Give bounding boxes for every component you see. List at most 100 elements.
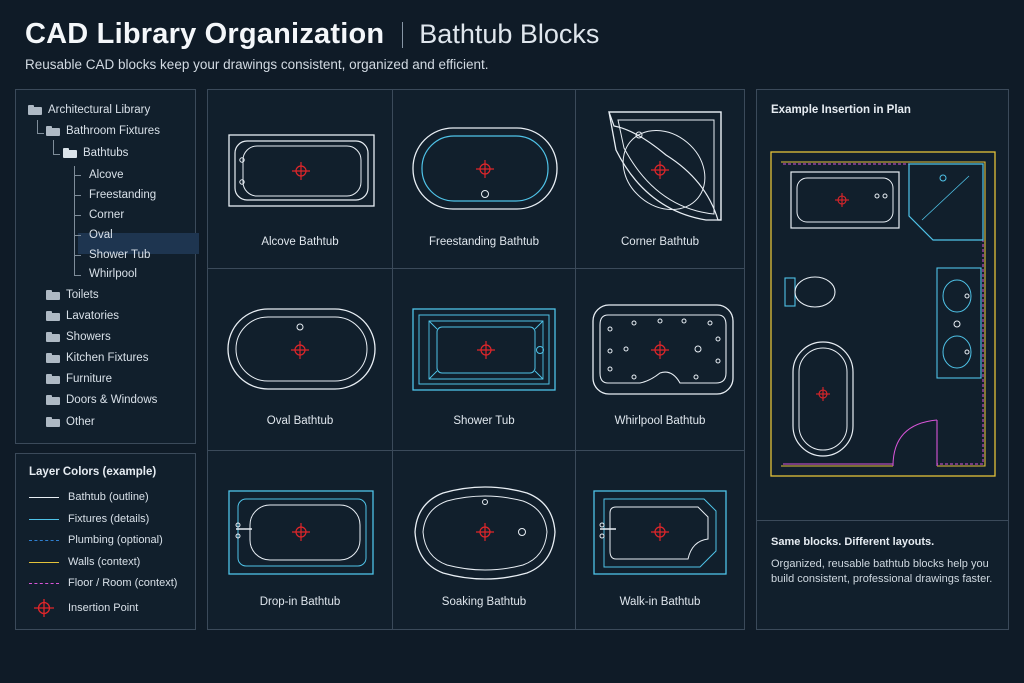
- tree-item-kitchen-fixtures[interactable]: Kitchen Fixtures: [46, 352, 148, 364]
- tree-item-freestanding[interactable]: Freestanding: [89, 189, 157, 201]
- block-card-drop-in[interactable]: Drop-in Bathtub: [207, 450, 393, 630]
- tree-item-shower-tub[interactable]: Shower Tub: [89, 249, 151, 261]
- tree-item-bathroom-fixtures[interactable]: Bathroom Fixtures: [46, 125, 160, 137]
- tree-item-furniture[interactable]: Furniture: [46, 373, 112, 385]
- tree-item-bathtubs[interactable]: Bathtubs: [63, 147, 128, 159]
- block-label: Shower Tub: [453, 415, 515, 427]
- tree-line: [74, 275, 81, 276]
- folder-icon: [46, 353, 60, 363]
- legend-label: Floor / Room (context): [68, 577, 178, 589]
- note-title: Same blocks. Different layouts.: [771, 536, 935, 548]
- walk-in-bathtub-drawing: [593, 490, 727, 575]
- block-label: Soaking Bathtub: [441, 596, 527, 608]
- tree-line: [53, 154, 60, 155]
- note-text: Organized, reusable bathtub blocks help …: [771, 558, 993, 585]
- tree-item-label: Doors & Windows: [66, 394, 158, 406]
- tree-line: [74, 215, 81, 216]
- page-subtitle: Bathtub Blocks: [419, 19, 600, 49]
- plan-title: Example Insertion in Plan: [771, 104, 911, 116]
- tree-item-label: Architectural Library: [48, 104, 151, 116]
- tree-item-oval[interactable]: Oval: [89, 229, 113, 241]
- tree-selection-highlight: [78, 233, 199, 254]
- shower-tub-drawing: [412, 308, 556, 391]
- block-label: Alcove Bathtub: [261, 236, 339, 248]
- tree-item-label: Toilets: [66, 289, 99, 301]
- oval-bathtub-drawing: [227, 308, 376, 390]
- note-panel: Same blocks. Different layouts. Organize…: [756, 520, 1009, 630]
- library-tree-panel: Architectural Library Bathroom Fixtures …: [15, 89, 199, 444]
- tree-line: [74, 235, 81, 236]
- layer-legend-panel: Layer Colors (example) Bathtub (outline)…: [15, 453, 196, 630]
- tree-item-label: Showers: [66, 331, 111, 343]
- folder-icon: [46, 395, 60, 405]
- tree-item-label: Kitchen Fixtures: [66, 352, 149, 364]
- tree-item-showers[interactable]: Showers: [46, 331, 111, 343]
- legend-item-fixtures: Fixtures (details): [29, 513, 149, 525]
- freestanding-bathtub-drawing: [412, 127, 558, 210]
- tree-item-corner[interactable]: Corner: [89, 209, 125, 221]
- block-label: Corner Bathtub: [621, 236, 699, 248]
- tree-item-lavatories[interactable]: Lavatories: [46, 310, 119, 322]
- tree-line: [53, 140, 54, 155]
- tree-line: [74, 175, 81, 176]
- legend-label: Insertion Point: [68, 602, 139, 614]
- legend-swatch: [29, 582, 59, 584]
- folder-icon: [46, 332, 60, 342]
- block-label: Drop-in Bathtub: [259, 596, 341, 608]
- block-card-alcove[interactable]: Alcove Bathtub: [207, 89, 393, 269]
- legend-swatch: [29, 518, 59, 520]
- tree-item-architectural-library[interactable]: Architectural Library: [28, 104, 150, 116]
- corner-bathtub-drawing: [608, 111, 722, 221]
- tree-item-label: Bathtubs: [83, 147, 129, 159]
- tree-item-doors-windows[interactable]: Doors & Windows: [46, 394, 157, 406]
- legend-swatch: [29, 539, 59, 541]
- folder-icon: [46, 290, 60, 300]
- plan-example-panel: Example Insertion in Plan: [756, 89, 1009, 521]
- tree-line: [37, 120, 38, 134]
- block-card-freestanding[interactable]: Freestanding Bathtub: [392, 89, 576, 269]
- block-card-walk-in[interactable]: Walk-in Bathtub: [575, 450, 745, 630]
- legend-title: Layer Colors (example): [29, 466, 157, 478]
- tree-item-alcove[interactable]: Alcove: [89, 169, 124, 181]
- legend-swatch: [29, 496, 59, 498]
- alcove-bathtub-drawing: [228, 134, 375, 207]
- block-card-soaking[interactable]: Soaking Bathtub: [392, 450, 576, 630]
- legend-item-bathtub: Bathtub (outline): [29, 491, 149, 503]
- insertion-point-icon: [34, 599, 54, 617]
- folder-icon: [46, 374, 60, 384]
- soaking-bathtub-drawing: [414, 486, 556, 580]
- block-card-whirlpool[interactable]: Whirlpool Bathtub: [575, 268, 745, 451]
- tree-item-label: Furniture: [66, 373, 113, 385]
- tree-line: [37, 133, 44, 134]
- tree-item-other[interactable]: Other: [46, 416, 95, 428]
- tree-item-label: Bathroom Fixtures: [66, 125, 160, 137]
- folder-icon: [28, 105, 42, 115]
- block-card-shower-tub[interactable]: Shower Tub: [392, 268, 576, 451]
- tree-item-label: Other: [66, 416, 95, 428]
- legend-label: Fixtures (details): [68, 513, 150, 525]
- tree-item-whirlpool[interactable]: Whirlpool: [89, 268, 137, 280]
- tree-item-label: Lavatories: [66, 310, 120, 322]
- tagline: Reusable CAD blocks keep your drawings c…: [25, 57, 489, 72]
- legend-item-walls: Walls (context): [29, 556, 140, 568]
- folder-open-icon: [63, 148, 77, 158]
- block-label: Whirlpool Bathtub: [614, 415, 706, 427]
- legend-label: Plumbing (optional): [68, 534, 163, 546]
- title-divider: [402, 21, 404, 48]
- block-card-oval[interactable]: Oval Bathtub: [207, 268, 393, 451]
- legend-swatch: [29, 561, 59, 563]
- header: CAD Library Organization Bathtub Blocks: [25, 18, 599, 51]
- legend-label: Walls (context): [68, 556, 141, 568]
- block-card-corner[interactable]: Corner Bathtub: [575, 89, 745, 269]
- legend-item-floor: Floor / Room (context): [29, 577, 177, 589]
- whirlpool-bathtub-drawing: [592, 304, 734, 395]
- block-label: Walk-in Bathtub: [619, 596, 701, 608]
- block-label: Freestanding Bathtub: [429, 236, 539, 248]
- legend-item-plumbing: Plumbing (optional): [29, 534, 163, 546]
- tree-line: [74, 166, 75, 276]
- folder-icon: [46, 126, 60, 136]
- tree-line: [74, 255, 81, 256]
- tree-item-toilets[interactable]: Toilets: [46, 289, 99, 301]
- legend-item-insertion: Insertion Point: [29, 598, 138, 618]
- legend-label: Bathtub (outline): [68, 491, 149, 503]
